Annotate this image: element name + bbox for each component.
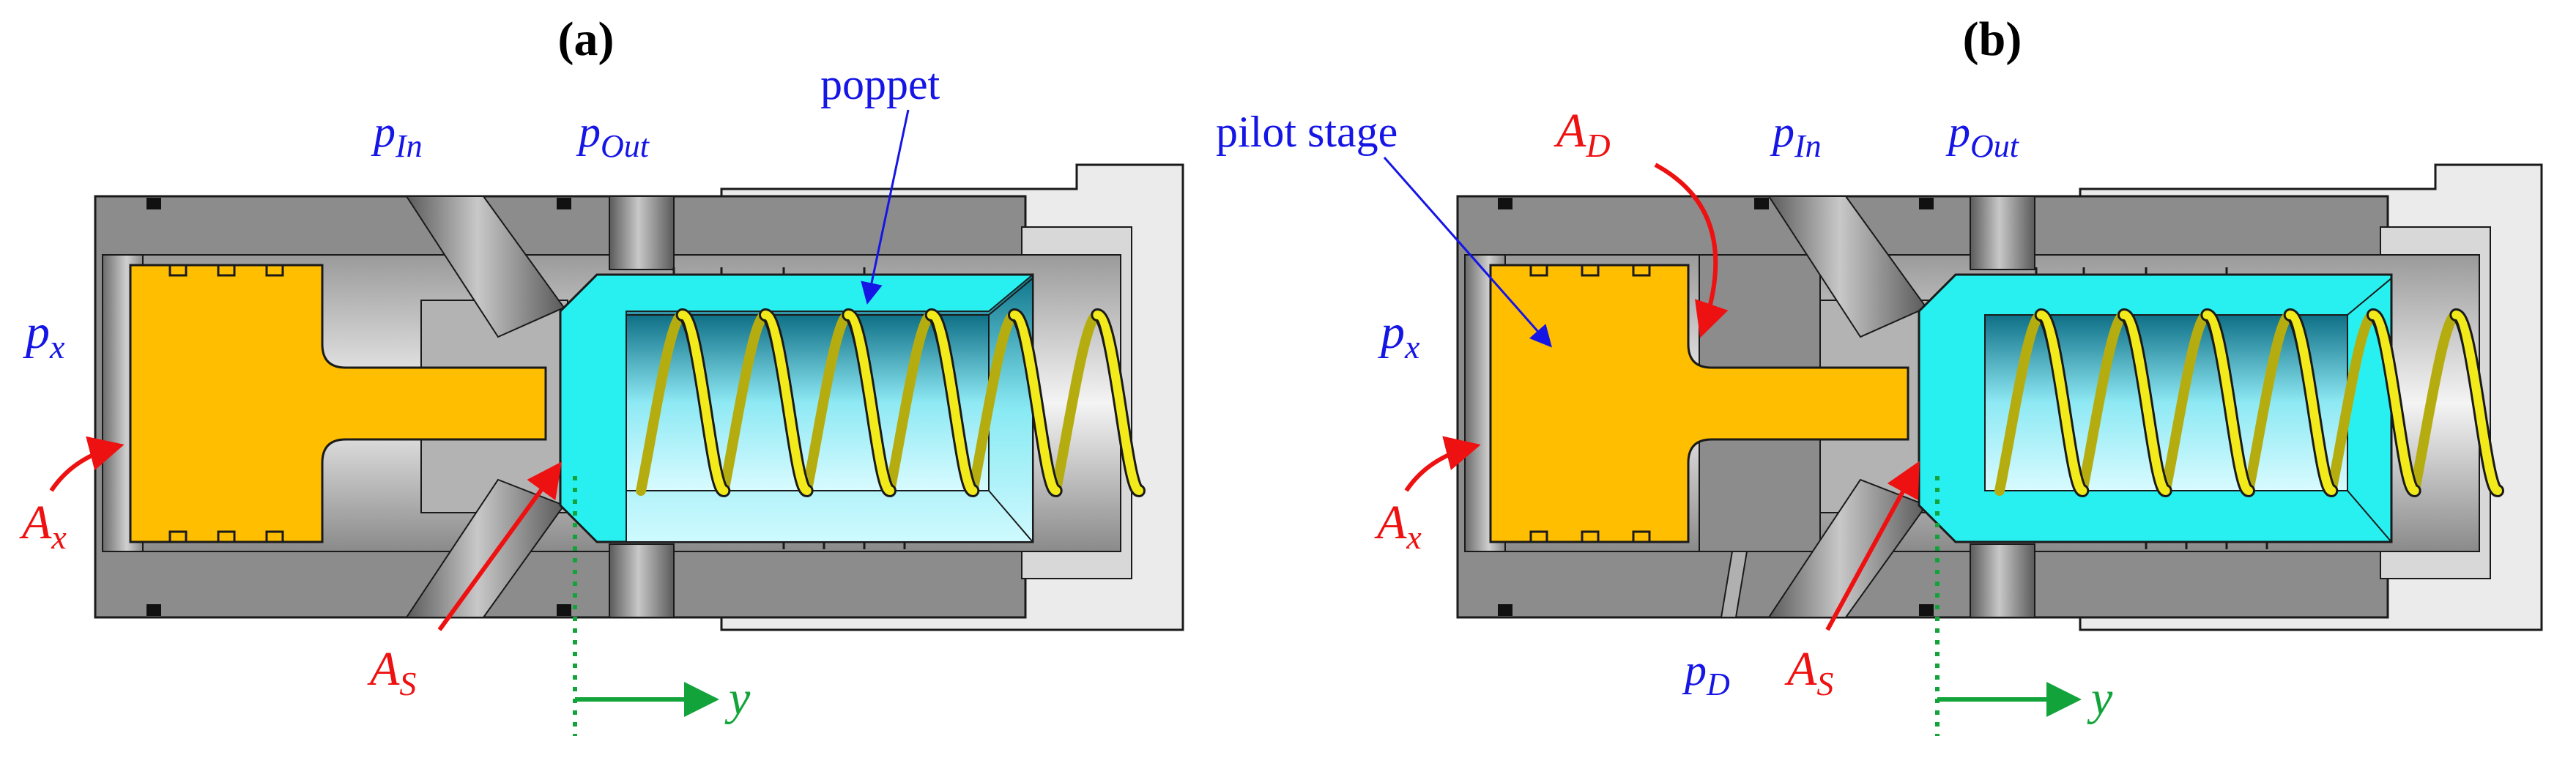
panel-b-ad-arrow	[1654, 163, 1729, 338]
panel-a-label-pin: pIn	[371, 108, 423, 164]
panel-a-spring-coil-0	[636, 310, 1103, 496]
panel-b-label-pin: pIn	[1770, 108, 1822, 164]
panel-a-label-pout: pOut	[576, 108, 650, 164]
panel-a-poppet-grooves	[672, 267, 906, 549]
panel-a-pout-port-upper	[609, 196, 675, 270]
panel-b-label-px: px	[1378, 305, 1420, 365]
panel-b-as-arrow	[1825, 461, 1920, 631]
panel-a-pout-port-lower	[609, 543, 675, 618]
panel-a-title: (a)	[558, 12, 615, 66]
panel-b-label-ad: AD	[1554, 104, 1611, 164]
panel-a-spring-coil-2	[678, 311, 1143, 495]
panel-a-ax-arrow	[49, 436, 125, 492]
panel-b-poppet-grooves	[2035, 267, 2268, 549]
panel-b-ax-arrow	[1404, 436, 1481, 492]
panel-a-poppet-pointer	[861, 109, 910, 305]
panel-b-o-rings	[1498, 198, 1934, 616]
panel-a-label-y: y	[724, 672, 751, 725]
panel-a-label-as: AS	[367, 642, 416, 702]
panel-b-pout-port-lower	[1970, 543, 2035, 618]
panel-b-label-pilot-stage: pilot stage	[1216, 108, 1398, 156]
panel-b-pilot-piston	[1489, 264, 1909, 543]
panel-a-as-arrow	[437, 461, 563, 631]
panel-a-poppet-chamfer	[988, 278, 1033, 543]
panel-b-label-pd: pD	[1682, 646, 1730, 702]
panel-b-labels: pilot stage AD pIn pOut px Ax pD AS y	[1216, 104, 2113, 736]
panel-b-spring-coil-2	[2036, 311, 2502, 495]
panel-b-poppet-chamfer	[2347, 278, 2392, 543]
panel-b-pilot-pointer	[1383, 157, 1552, 348]
panel-b-spring-coil-0	[1994, 310, 2462, 496]
panel-a-o-rings	[146, 198, 571, 616]
panel-b-pout-port-upper	[1970, 196, 2035, 270]
panel-b-drain-channel	[1720, 551, 1748, 618]
panel-b-spring	[1994, 308, 2504, 497]
panel-a-pilot-grooves	[168, 265, 284, 542]
panel-a-label-px: px	[23, 305, 65, 365]
panel-a-label-ax: Ax	[19, 496, 67, 556]
panel-a-labels: pIn pOut poppet px Ax AS y	[19, 60, 940, 736]
panel-a: (a)	[94, 12, 1184, 631]
panel-a-pilot-piston	[129, 264, 547, 543]
panel-b-title: (b)	[1963, 12, 2022, 66]
panel-b: (b)	[1456, 12, 2543, 631]
panel-b-label-as: AS	[1784, 642, 1833, 702]
panel-b-pilot-grooves	[1529, 265, 1651, 542]
panel-b-label-y: y	[2087, 672, 2113, 725]
panel-b-label-ax: Ax	[1374, 496, 1422, 556]
panel-a-spring	[636, 308, 1146, 497]
panel-b-label-pout: pOut	[1945, 108, 2020, 164]
panel-a-label-poppet: poppet	[820, 60, 940, 108]
